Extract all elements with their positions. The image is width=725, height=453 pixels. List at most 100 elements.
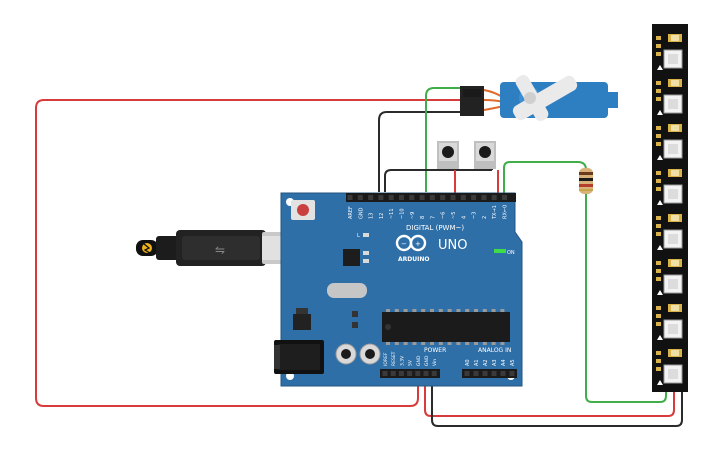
digital-pin-hole[interactable] (357, 195, 363, 200)
digital-pin-label: ~11 (389, 208, 395, 219)
wire-5v-strip[interactable] (424, 378, 675, 417)
dc-jack-icon[interactable] (274, 340, 324, 374)
board-model: UNO (438, 238, 467, 253)
digital-pin-hole[interactable] (419, 195, 425, 200)
crystal (327, 283, 367, 298)
digital-pin-label: 4 (461, 216, 467, 219)
digital-pin-label: TX→1 (492, 205, 498, 220)
wire-data-resistor[interactable] (503, 161, 587, 195)
digital-pin-label: 7 (430, 216, 436, 219)
power-pin-label: GND (424, 355, 430, 366)
digital-pin-hole[interactable] (502, 195, 507, 200)
chip-pin (482, 309, 487, 312)
power-pin-label: 3.3V (399, 355, 405, 366)
digital-header-label: DIGITAL (PWM~) (406, 224, 464, 232)
chip-pin (447, 342, 452, 345)
digital-pin-hole[interactable] (471, 195, 477, 200)
analog-pin-hole[interactable] (482, 371, 488, 376)
chip-pin (421, 342, 426, 345)
chip-pin (394, 342, 399, 345)
pushbutton-icon[interactable] (437, 141, 459, 169)
digital-pin-hole[interactable] (368, 195, 374, 200)
wire-gnd-servo[interactable] (378, 111, 462, 192)
chip-pin (438, 342, 443, 345)
digital-pin-label: ~6 (441, 212, 447, 219)
chip-pin (491, 309, 496, 312)
digital-pin-hole[interactable] (491, 195, 497, 200)
chip-pin (500, 342, 505, 345)
digital-pin-hole[interactable] (409, 195, 415, 200)
pushbutton-icon[interactable] (474, 141, 496, 169)
digital-pin-hole[interactable] (460, 195, 466, 200)
digital-pin-hole[interactable] (481, 195, 487, 200)
analog-pin-hole[interactable] (500, 371, 506, 376)
digital-pin-label: 8 (420, 216, 426, 219)
analog-pin-label: A4 (501, 359, 507, 366)
chip-pin (430, 309, 434, 312)
digital-pin-label: AREF (348, 206, 354, 219)
analog-pin-label: A2 (483, 359, 489, 366)
power-pin-label: RESET (391, 351, 397, 366)
analog-pin-hole[interactable] (491, 371, 497, 376)
board-brand: ARDUINO (398, 256, 429, 263)
chip-pin (482, 342, 487, 345)
wire-5v-servo[interactable] (35, 99, 462, 407)
digital-pin-label: 13 (369, 213, 375, 219)
power-pin-hole[interactable] (423, 371, 429, 376)
analog-pin-hole[interactable] (509, 371, 515, 376)
digital-pin-hole[interactable] (399, 195, 404, 200)
servo-icon[interactable] (460, 73, 618, 123)
chip-pin (430, 342, 434, 345)
digital-pin-hole[interactable] (429, 195, 435, 200)
chip-pin (438, 309, 443, 312)
power-pin-hole[interactable] (398, 371, 404, 376)
chip-pin (394, 309, 399, 312)
chip-pin (456, 342, 461, 345)
analog-pin-hole[interactable] (473, 371, 479, 376)
power-header-label: POWER (424, 347, 446, 354)
power-pin-hole[interactable] (415, 371, 421, 376)
power-pin-hole[interactable] (390, 371, 396, 376)
chip-pin (412, 342, 417, 345)
digital-pin-hole[interactable] (347, 195, 353, 200)
svg-text:+: + (415, 240, 421, 248)
analog-pin-label: A0 (465, 359, 471, 366)
digital-pin-label: GND (358, 207, 364, 219)
chip-pin (421, 309, 426, 312)
digital-pin-label: 12 (379, 213, 385, 219)
digital-pin-label: ~3 (472, 212, 478, 219)
chip-pin (465, 342, 470, 345)
wire-gnd-buttons[interactable] (384, 169, 492, 192)
wire-resistor-strip[interactable] (585, 192, 667, 403)
analog-pin-hole[interactable] (464, 371, 470, 376)
led-strip-icon[interactable] (652, 24, 688, 392)
digital-pin-hole[interactable] (440, 195, 446, 200)
wire-gnd-strip[interactable] (431, 378, 683, 427)
power-pin-hole[interactable] (407, 371, 413, 376)
arduino-logo-icon: − + (395, 234, 427, 252)
power-pin-label: Vin (432, 359, 438, 366)
chip-pin (447, 309, 452, 312)
resistor-icon[interactable] (579, 168, 593, 194)
digital-pin-hole[interactable] (388, 195, 394, 200)
voltage-regulator (293, 314, 311, 330)
usb-chip (343, 249, 360, 266)
strip-led (656, 79, 683, 115)
strip-led (656, 34, 683, 70)
power-pin-hole[interactable] (431, 371, 437, 376)
power-pin-label: 5V (408, 359, 414, 366)
digital-pin-hole[interactable] (378, 195, 384, 200)
wire-signal-servo[interactable] (425, 87, 462, 192)
chip-pin (474, 309, 478, 312)
digital-pin-hole[interactable] (450, 195, 456, 200)
chip-pin (465, 309, 470, 312)
chip-pin (474, 342, 478, 345)
power-pin-hole[interactable] (382, 371, 388, 376)
strip-led (656, 169, 683, 205)
digital-pin-label: ~9 (410, 212, 416, 219)
